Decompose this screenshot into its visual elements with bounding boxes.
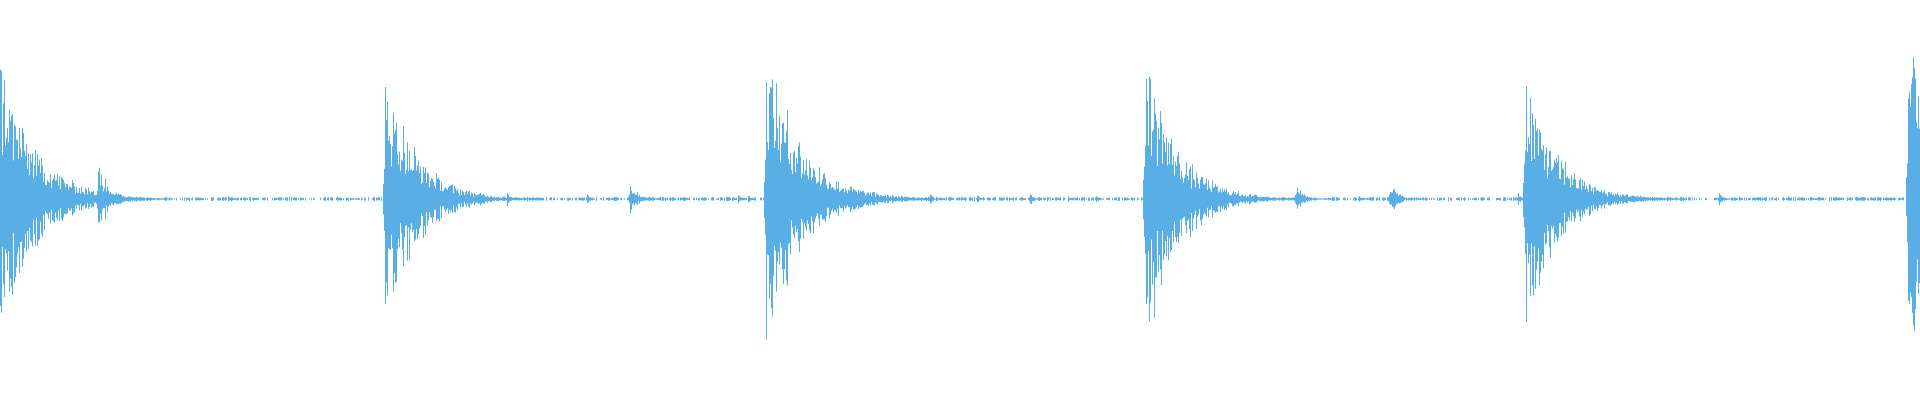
waveform-peaks [0, 57, 1920, 340]
